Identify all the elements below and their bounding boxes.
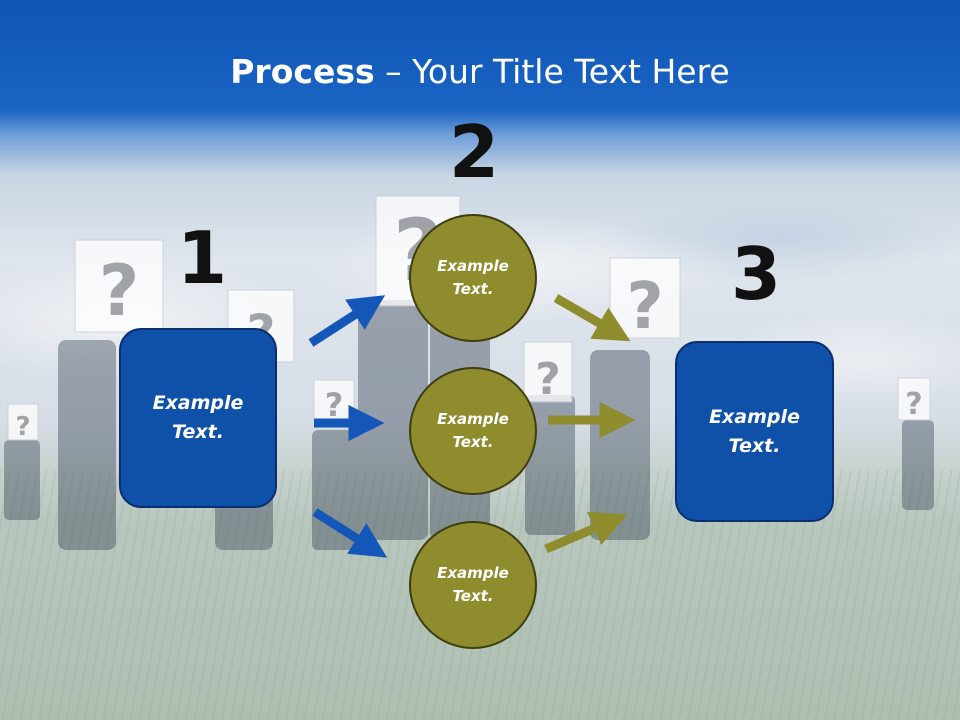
- circle-middle-label: Example Text.: [437, 410, 509, 451]
- slide-title: Process – Your Title Text Here: [0, 52, 960, 91]
- question-mark-sign: ?: [905, 387, 922, 422]
- step-number-1: 1: [177, 216, 228, 300]
- question-mark-sign: ?: [626, 270, 663, 344]
- question-mark-sign: ?: [325, 386, 344, 424]
- left-process-box: Example Text.: [119, 328, 277, 508]
- circle-bottom-label: Example Text.: [437, 564, 509, 605]
- question-mark-sign: ?: [535, 354, 561, 405]
- arrow-right-up-icon: [308, 295, 386, 347]
- title-rest: – Your Title Text Here: [374, 52, 730, 91]
- step-number-2: 2: [449, 110, 500, 194]
- title-bold: Process: [230, 52, 375, 91]
- arrow-right-down-icon: [312, 508, 388, 558]
- circle-top-label: Example Text.: [437, 257, 509, 298]
- step-number-3: 3: [731, 232, 782, 316]
- arrow-right-up-icon: [544, 511, 628, 554]
- question-mark-sign: ?: [99, 250, 140, 332]
- left-box-label: Example Text.: [152, 392, 244, 443]
- right-box-label: Example Text.: [709, 405, 800, 457]
- right-process-box: Example Text.: [675, 341, 834, 522]
- question-mark-sign: ?: [15, 412, 30, 442]
- circle-middle: Example Text.: [409, 367, 537, 495]
- circle-bottom: Example Text.: [409, 521, 537, 649]
- arrow-right-down-icon: [553, 294, 631, 342]
- circle-top: Example Text.: [409, 214, 537, 342]
